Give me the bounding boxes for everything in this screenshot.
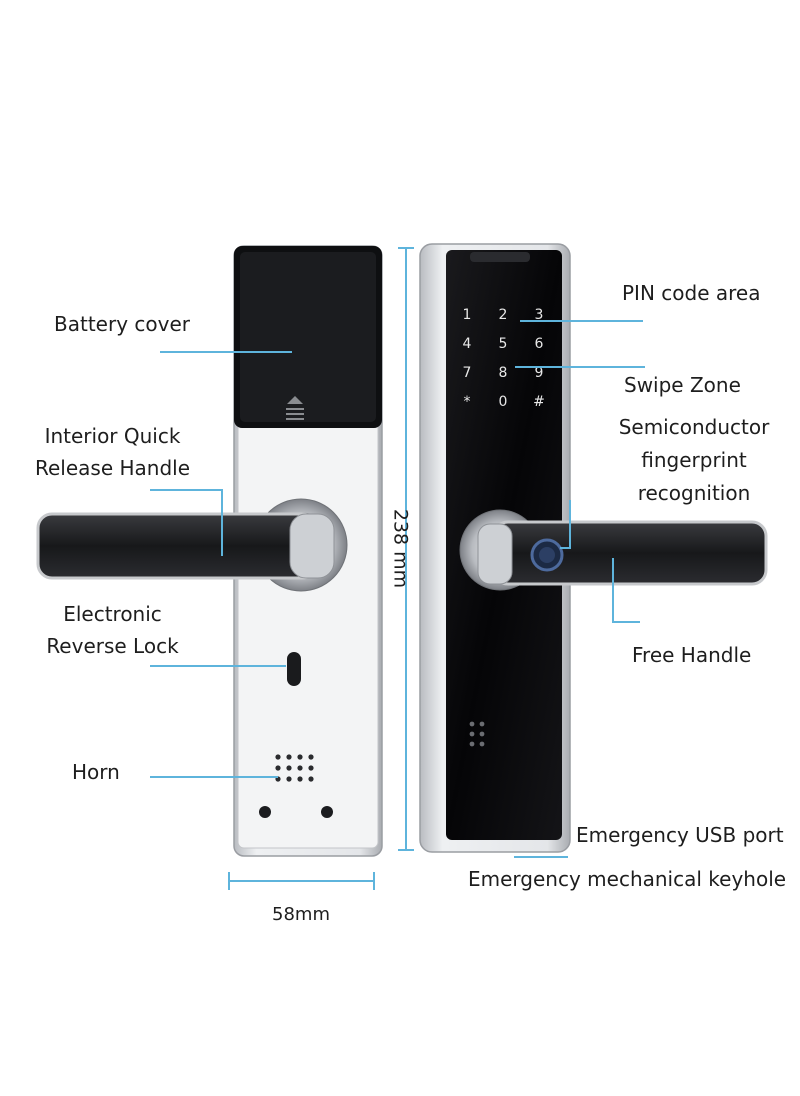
height-dimension bbox=[398, 247, 414, 851]
keypad-key-7: 7 bbox=[463, 365, 472, 381]
label-battery-cover: Battery cover bbox=[54, 312, 190, 336]
keypad-key-3: 3 bbox=[535, 307, 544, 323]
keypad-key-9: 9 bbox=[535, 365, 544, 381]
label-interior-handle-line2: Release Handle bbox=[34, 456, 191, 480]
keypad-key-5: 5 bbox=[499, 336, 508, 352]
keypad-key-4: 4 bbox=[463, 336, 472, 352]
label-fingerprint-line1: Semiconductor bbox=[618, 415, 770, 439]
label-interior-handle-line1: Interior Quick bbox=[44, 424, 181, 448]
label-fingerprint-line3: recognition bbox=[637, 481, 751, 505]
keypad-key-#: # bbox=[533, 394, 545, 410]
label-reverse-lock-line2: Reverse Lock bbox=[46, 634, 179, 658]
keypad-key-0: 0 bbox=[499, 394, 508, 410]
keypad-key-1: 1 bbox=[463, 307, 472, 323]
width-dimension bbox=[228, 872, 375, 890]
label-usb-port: Emergency USB port bbox=[576, 823, 784, 847]
exterior-lock-unit: 1 2 3 4 5 6 7 8 9 * 0 # bbox=[419, 243, 768, 853]
label-horn: Horn bbox=[72, 760, 120, 784]
label-free-handle: Free Handle bbox=[632, 643, 752, 667]
label-mechanical-keyhole: Emergency mechanical keyhole bbox=[468, 867, 787, 891]
keypad: 1 2 3 4 5 6 7 8 9 * 0 # bbox=[463, 307, 545, 410]
keypad-key-6: 6 bbox=[535, 336, 544, 352]
keypad-key-*: * bbox=[464, 394, 471, 410]
label-reverse-lock-line1: Electronic bbox=[63, 602, 162, 626]
label-height-dimension: 238 mm bbox=[389, 508, 412, 589]
keypad-key-8: 8 bbox=[499, 365, 508, 381]
reverse-lock-slot bbox=[287, 652, 301, 686]
label-pin-code-area: PIN code area bbox=[622, 281, 761, 305]
interior-handle bbox=[36, 512, 318, 580]
keypad-key-2: 2 bbox=[499, 307, 508, 323]
label-swipe-zone: Swipe Zone bbox=[624, 373, 741, 397]
callout-lines bbox=[150, 320, 645, 858]
label-width-dimension: 58mm bbox=[272, 904, 330, 925]
label-fingerprint-line2: fingerprint bbox=[641, 448, 747, 472]
interior-lock-unit bbox=[36, 245, 383, 857]
